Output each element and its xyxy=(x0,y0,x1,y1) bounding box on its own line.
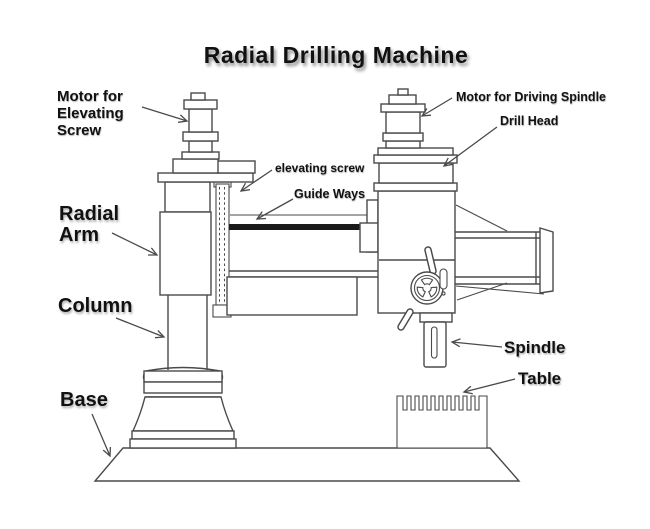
arrow-drill-head xyxy=(442,126,498,167)
label-column: Column xyxy=(58,295,133,317)
arrow-spindle xyxy=(450,338,503,348)
diagram-title: Radial Drilling Machine xyxy=(203,42,469,68)
spindle-shape xyxy=(419,312,453,368)
arrow-elevating-screw xyxy=(239,169,273,192)
label-table: Table xyxy=(518,369,562,388)
label-motor-elevating-screw: Motor for Elevating Screw xyxy=(57,88,124,139)
table-shape xyxy=(396,395,488,449)
column-base-bell-shape xyxy=(129,295,237,449)
arrow-motor-elevating xyxy=(141,106,189,123)
arrow-guide-ways xyxy=(255,198,294,220)
arrow-column xyxy=(115,317,166,339)
motor-elevating-screw-shape xyxy=(157,92,256,183)
clamp-handle xyxy=(439,268,448,290)
motor-driving-spindle-shape xyxy=(380,88,426,149)
column-shape xyxy=(159,181,212,296)
label-radial-arm: Radial Arm xyxy=(59,203,120,246)
radial-arm-end-shape xyxy=(455,204,554,301)
arrow-motor-driving xyxy=(420,97,453,117)
label-elevating-screw: elevating screw xyxy=(275,161,365,175)
base-shape xyxy=(93,447,521,482)
handwheel-icon xyxy=(397,246,448,331)
arrow-radial-arm xyxy=(111,232,159,256)
elevating-screw-shape xyxy=(212,181,232,318)
arrow-table xyxy=(462,378,516,395)
label-guide-ways: Guide Ways xyxy=(294,187,366,201)
label-motor-driving-spindle: Motor for Driving Spindle xyxy=(456,90,606,104)
label-base: Base xyxy=(60,389,108,411)
guide-ways-bar xyxy=(229,224,367,230)
arrow-base xyxy=(91,413,112,458)
label-spindle: Spindle xyxy=(504,338,566,357)
label-drill-head: Drill Head xyxy=(500,114,559,128)
radial-arm-shape xyxy=(226,214,378,316)
